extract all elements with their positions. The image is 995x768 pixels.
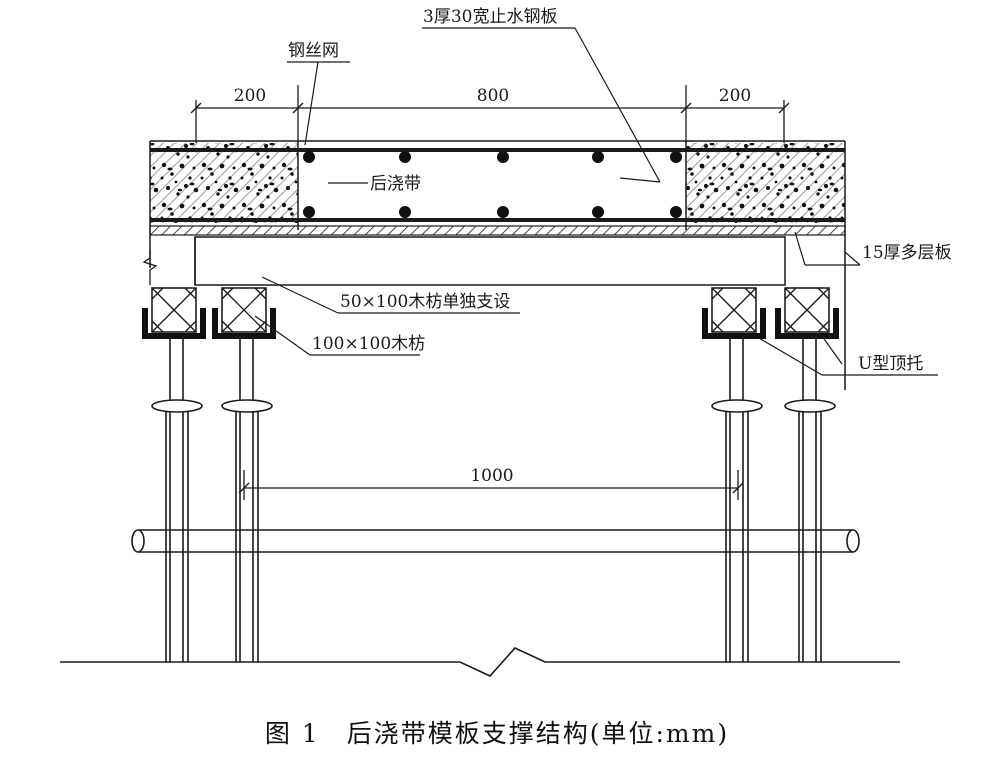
timber-50x100 bbox=[194, 236, 786, 286]
ground-line bbox=[60, 647, 900, 677]
figure-caption: 图 1 后浇带模板支撑结构(单位:mm) bbox=[265, 719, 729, 748]
rebar-dots-bottom bbox=[303, 206, 682, 218]
leader-lines bbox=[254, 27, 938, 376]
slab bbox=[149, 140, 846, 390]
label-plywood: 15厚多层板 bbox=[862, 243, 952, 263]
timber-100x100-group bbox=[142, 287, 839, 339]
dim-bottom: 1000 bbox=[470, 466, 513, 486]
dim-left: 200 bbox=[234, 86, 266, 106]
dim-right: 200 bbox=[719, 86, 751, 106]
label-steel-mesh: 钢丝网 bbox=[288, 41, 339, 61]
rebar-dots-top bbox=[303, 151, 682, 163]
support-posts bbox=[151, 336, 836, 662]
plywood-layer bbox=[149, 225, 846, 236]
label-post-pour-strip: 后浇带 bbox=[370, 174, 421, 194]
dim-middle: 800 bbox=[477, 86, 509, 106]
label-u-head: U型顶托 bbox=[858, 354, 923, 374]
horizontal-tube bbox=[131, 529, 860, 553]
label-timber-50x100: 50×100木枋单独支设 bbox=[340, 292, 510, 312]
label-waterstop: 3厚30宽止水钢板 bbox=[423, 7, 557, 27]
dimension-lines bbox=[190, 85, 790, 500]
label-timber-100x100: 100×100木枋 bbox=[312, 334, 425, 354]
